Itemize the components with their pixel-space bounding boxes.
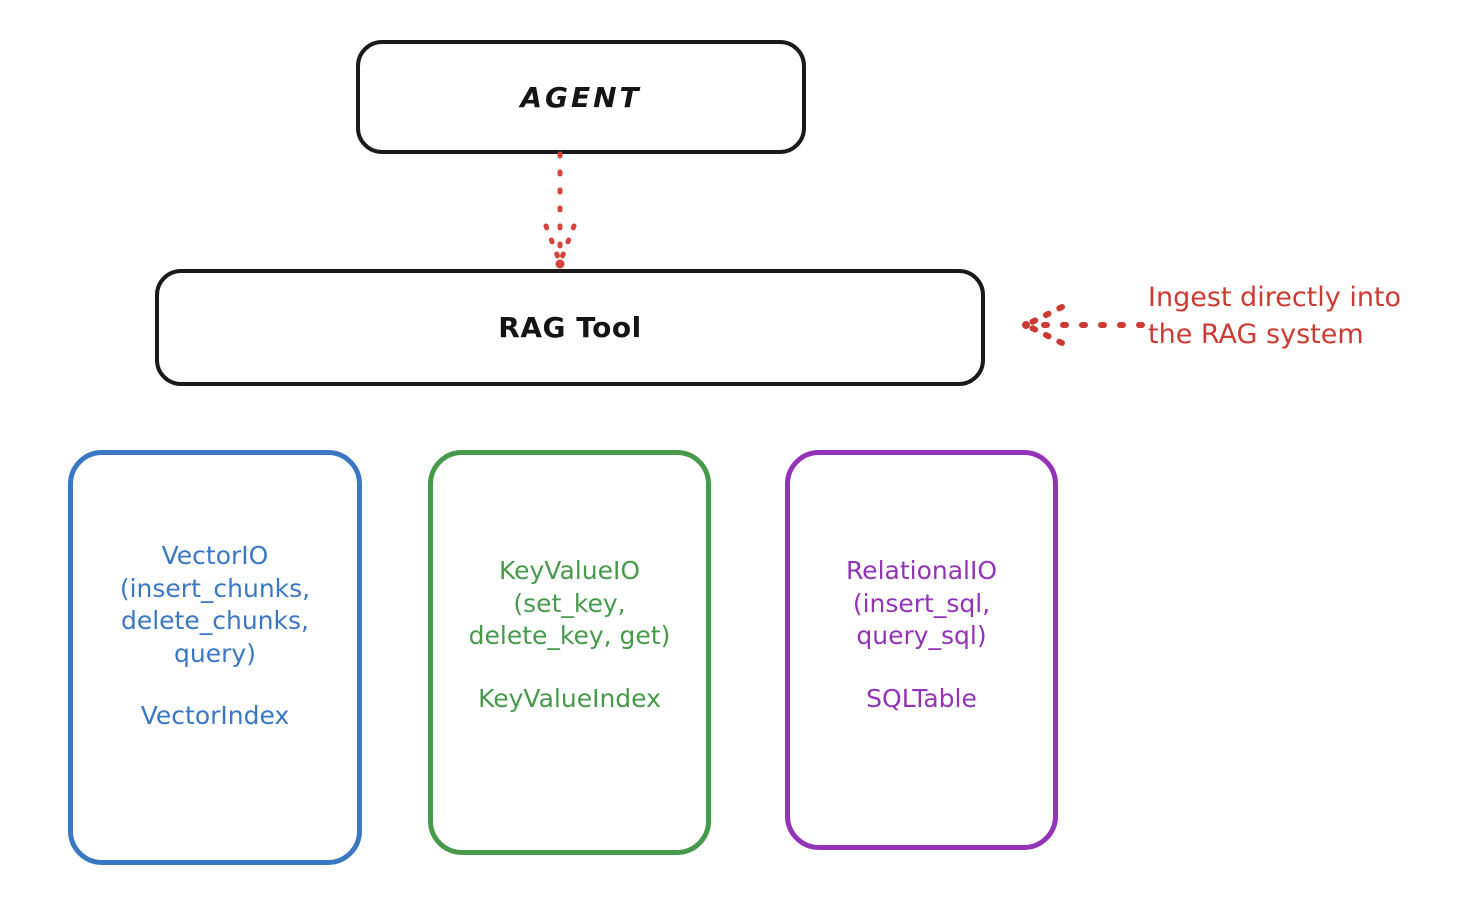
node-vector-io-store-label: VectorIndex: [140, 701, 290, 730]
annotation-ingest-directly: Ingest directly into the RAG system: [1148, 282, 1402, 351]
node-agent[interactable]: AGENT: [356, 40, 806, 154]
node-relational-io-api-label: RelationalIO (insert_sql, query_sql): [845, 556, 998, 650]
dotted-arrow-down-icon: [543, 151, 577, 269]
node-relational-io-store-label: SQLTable: [866, 683, 977, 713]
connector-agent-to-rag-tool: [505, 150, 615, 275]
node-keyvalue-io-store-label: KeyValueIndex: [478, 683, 661, 713]
node-keyvalue-io[interactable]: KeyValueIO (set_key, delete_key, get) Ke…: [428, 450, 711, 855]
node-agent-label: AGENT: [520, 80, 642, 114]
node-relational-io[interactable]: RelationalIO (insert_sql, query_sql) SQL…: [785, 450, 1058, 850]
node-rag-tool-label: RAG Tool: [498, 311, 642, 344]
node-vector-io[interactable]: VectorIO (insert_chunks, delete_chunks, …: [68, 450, 362, 865]
node-keyvalue-io-api-label: KeyValueIO (set_key, delete_key, get): [468, 556, 671, 650]
node-rag-tool[interactable]: RAG Tool: [155, 269, 985, 386]
connector-ingest-arrow: [1010, 295, 1155, 355]
dotted-arrow-left-icon: [1022, 304, 1145, 346]
node-vector-io-api-label: VectorIO (insert_chunks, delete_chunks, …: [119, 541, 311, 668]
